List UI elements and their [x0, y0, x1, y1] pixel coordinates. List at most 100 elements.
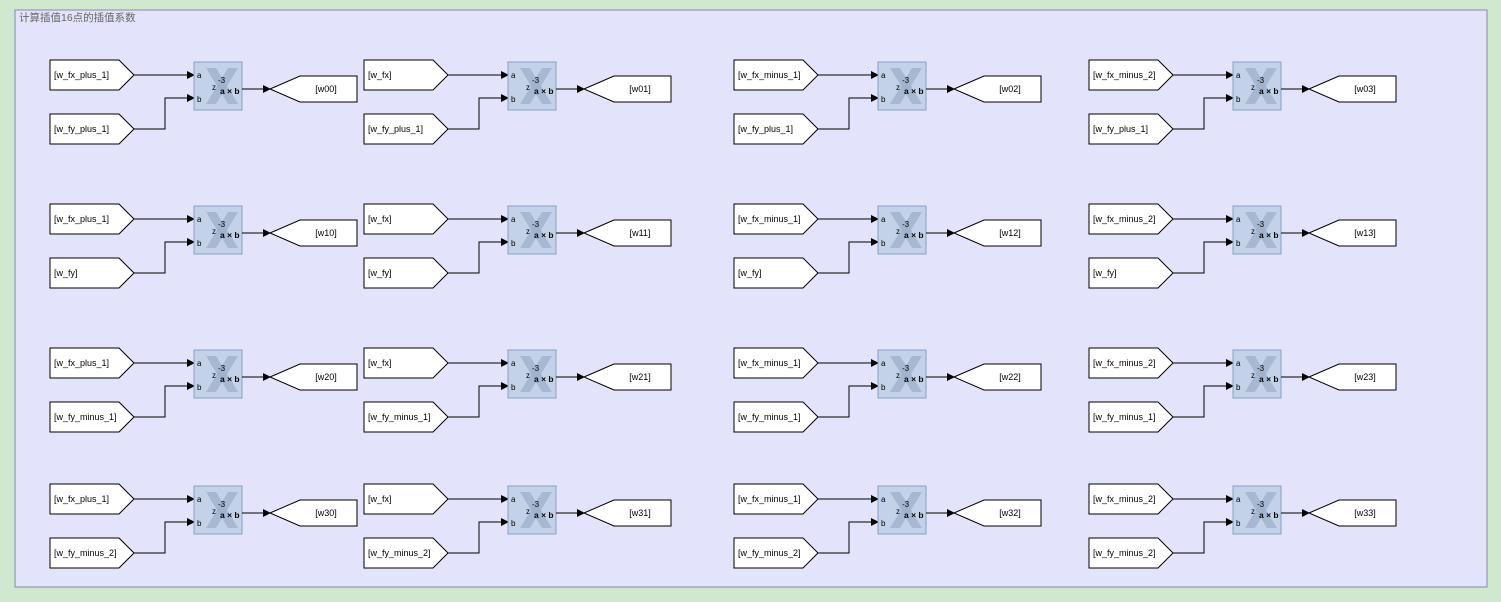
latency-base: z [212, 83, 216, 92]
multiplier-block[interactable]: abz-3a × b [877, 205, 927, 255]
from-tag-block[interactable]: [w_fy_minus_2] [1088, 537, 1174, 569]
from-tag-label: [w_fy_minus_2] [1093, 548, 1156, 558]
from-tag-shape [49, 347, 135, 379]
xilinx-logo-icon [206, 212, 238, 248]
from-tag-block[interactable]: [w_fy_minus_2] [733, 537, 819, 569]
goto-tag-block[interactable]: [w01] [582, 75, 672, 103]
goto-tag-block[interactable]: [w32] [952, 499, 1042, 527]
latency-exponent: -3 [532, 364, 540, 373]
from-tag-block[interactable]: [w_fy_plus_1] [733, 113, 819, 145]
goto-tag-block[interactable]: [w03] [1307, 75, 1397, 103]
from-tag-label: [w_fx_plus_1] [54, 70, 109, 80]
latency-exponent: -3 [218, 364, 226, 373]
from-tag-block[interactable]: [w_fy_minus_1] [363, 401, 449, 433]
multiplier-block[interactable]: abz-3a × b [193, 349, 243, 399]
from-tag-shape [1088, 113, 1174, 145]
from-tag-block[interactable]: [w_fx_plus_1] [49, 203, 135, 235]
from-tag-block[interactable]: [w_fy] [49, 257, 135, 289]
goto-tag-shape [268, 75, 358, 103]
from-tag-block[interactable]: [w_fy_minus_1] [733, 401, 819, 433]
goto-tag-block[interactable]: [w31] [582, 499, 672, 527]
goto-tag-block[interactable]: [w33] [1307, 499, 1397, 527]
from-tag-block[interactable]: [w_fx_minus_1] [733, 59, 819, 91]
goto-tag-block[interactable]: [w30] [268, 499, 358, 527]
latency-exponent: -3 [902, 76, 910, 85]
from-tag-block[interactable]: [w_fx_minus_2] [1088, 203, 1174, 235]
from-tag-block[interactable]: [w_fx] [363, 347, 449, 379]
from-tag-block[interactable]: [w_fy_plus_1] [1088, 113, 1174, 145]
goto-tag-shape [582, 75, 672, 103]
from-tag-block[interactable]: [w_fy] [1088, 257, 1174, 289]
multiplier-block[interactable]: abz-3a × b [507, 349, 557, 399]
from-tag-block[interactable]: [w_fy_plus_1] [49, 113, 135, 145]
from-tag-block[interactable]: [w_fy_minus_1] [1088, 401, 1174, 433]
goto-tag-block[interactable]: [w23] [1307, 363, 1397, 391]
goto-tag-block[interactable]: [w00] [268, 75, 358, 103]
port-a-label: a [881, 495, 886, 504]
port-b-label: b [511, 519, 516, 528]
multiplier-block[interactable]: abz-3a × b [877, 349, 927, 399]
goto-tag-shape [952, 363, 1042, 391]
from-tag-label: [w_fy_minus_1] [54, 412, 117, 422]
multiplier-block[interactable]: abz-3a × b [1232, 349, 1282, 399]
from-tag-block[interactable]: [w_fx] [363, 483, 449, 515]
goto-tag-shape [952, 75, 1042, 103]
from-tag-block[interactable]: [w_fy_minus_2] [363, 537, 449, 569]
goto-tag-block[interactable]: [w20] [268, 363, 358, 391]
from-tag-block[interactable]: [w_fy] [733, 257, 819, 289]
from-tag-block[interactable]: [w_fx_plus_1] [49, 483, 135, 515]
from-tag-block[interactable]: [w_fy_plus_1] [363, 113, 449, 145]
from-tag-block[interactable]: [w_fx_minus_1] [733, 203, 819, 235]
xilinx-logo-icon [890, 356, 922, 392]
goto-tag-block[interactable]: [w22] [952, 363, 1042, 391]
from-tag-block[interactable]: [w_fy_minus_2] [49, 537, 135, 569]
from-tag-block[interactable]: [w_fx_minus_1] [733, 347, 819, 379]
goto-tag-block[interactable]: [w02] [952, 75, 1042, 103]
goto-tag-block[interactable]: [w21] [582, 363, 672, 391]
xilinx-logo-icon [520, 356, 552, 392]
goto-tag-block[interactable]: [w11] [582, 219, 672, 247]
from-tag-shape [1088, 257, 1174, 289]
latency-exponent: -3 [218, 76, 226, 85]
port-a-label: a [197, 215, 202, 224]
multiplier-block[interactable]: abz-3a × b [1232, 205, 1282, 255]
from-tag-label: [w_fx_minus_1] [738, 494, 801, 504]
latency-base: z [526, 83, 530, 92]
port-b-label: b [1236, 239, 1241, 248]
from-tag-block[interactable]: [w_fy] [363, 257, 449, 289]
from-tag-block[interactable]: [w_fx_plus_1] [49, 347, 135, 379]
latency-exponent: -3 [902, 500, 910, 509]
port-a-label: a [511, 495, 516, 504]
from-tag-block[interactable]: [w_fx_plus_1] [49, 59, 135, 91]
operation-label: a × b [1259, 230, 1279, 240]
multiplier-block[interactable]: abz-3a × b [877, 485, 927, 535]
goto-tag-block[interactable]: [w10] [268, 219, 358, 247]
from-tag-shape [363, 113, 449, 145]
from-tag-block[interactable]: [w_fx] [363, 59, 449, 91]
multiplier-block[interactable]: abz-3a × b [193, 205, 243, 255]
multiplier-block[interactable]: abz-3a × b [877, 61, 927, 111]
multiplier-block[interactable]: abz-3a × b [193, 61, 243, 111]
from-tag-label: [w_fy] [368, 268, 392, 278]
wire-b [1173, 238, 1234, 274]
goto-tag-block[interactable]: [w12] [952, 219, 1042, 247]
from-tag-block[interactable]: [w_fy_minus_1] [49, 401, 135, 433]
from-tag-block[interactable]: [w_fx_minus_2] [1088, 347, 1174, 379]
from-tag-shape [733, 401, 819, 433]
port-a-label: a [511, 71, 516, 80]
operation-label: a × b [1259, 86, 1279, 96]
multiplier-block[interactable]: abz-3a × b [1232, 485, 1282, 535]
from-tag-block[interactable]: [w_fx_minus_2] [1088, 483, 1174, 515]
from-tag-block[interactable]: [w_fx_minus_2] [1088, 59, 1174, 91]
multiplier-block[interactable]: abz-3a × b [507, 205, 557, 255]
multiplier-block[interactable]: abz-3a × b [193, 485, 243, 535]
xilinx-logo-icon [1245, 492, 1277, 528]
multiplier-block[interactable]: abz-3a × b [1232, 61, 1282, 111]
multiplier-block[interactable]: abz-3a × b [507, 61, 557, 111]
from-tag-block[interactable]: [w_fx] [363, 203, 449, 235]
from-tag-block[interactable]: [w_fx_minus_1] [733, 483, 819, 515]
multiplier-block[interactable]: abz-3a × b [507, 485, 557, 535]
from-tag-shape [49, 203, 135, 235]
goto-tag-block[interactable]: [w13] [1307, 219, 1397, 247]
